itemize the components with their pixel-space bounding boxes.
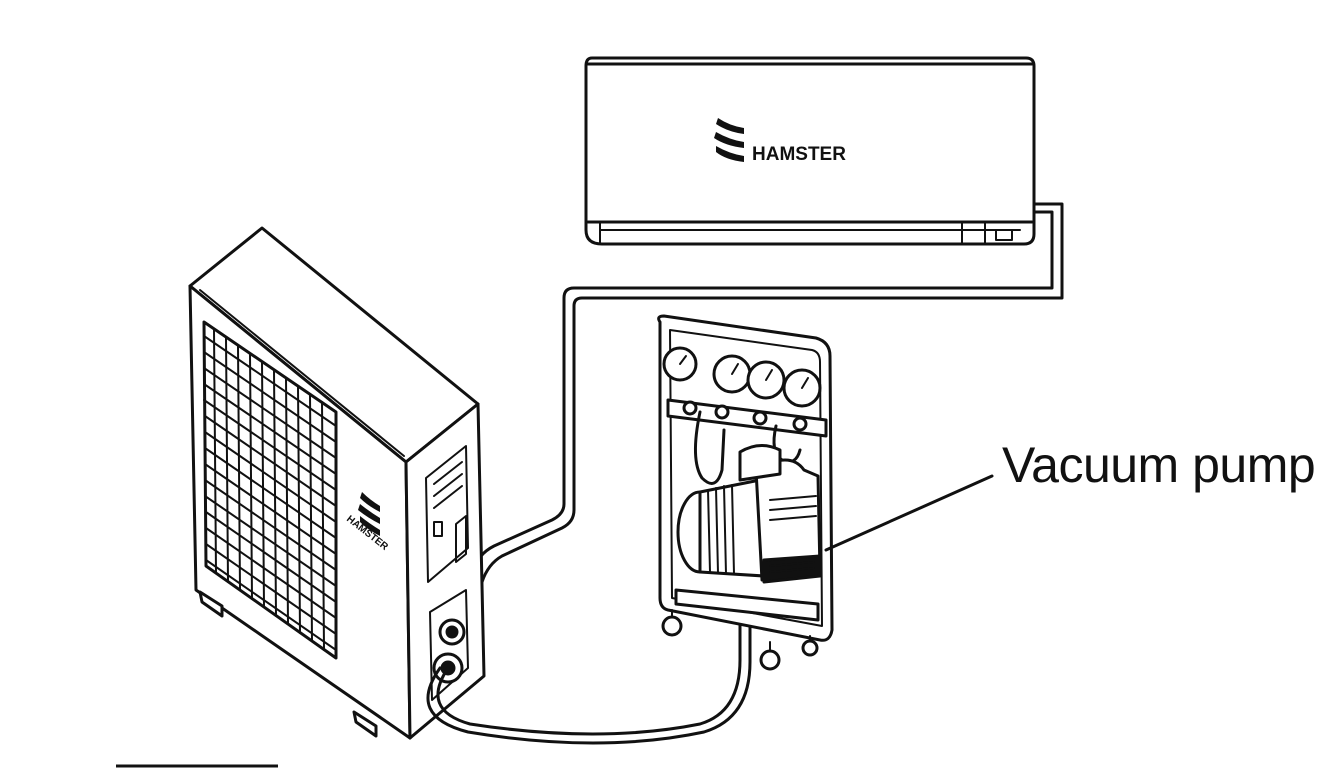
pressure-gauges [662, 346, 822, 408]
vacuum-pump-label: Vacuum pump [1002, 437, 1315, 493]
indoor-logo-icon [714, 118, 744, 162]
vacuum-pump-station [657, 314, 834, 671]
outdoor-unit: HAMSTER [188, 226, 486, 740]
vacuum-pump-callout: Vacuum pump [824, 437, 1316, 552]
cart-wheels [661, 609, 819, 671]
indoor-unit: HAMSTER [584, 56, 1036, 246]
outdoor-logo-icon [358, 492, 380, 536]
service-valves [432, 618, 466, 684]
indoor-brand-label: HAMSTER [752, 144, 846, 165]
pump-motor [676, 444, 822, 584]
fan-grille [202, 320, 338, 660]
